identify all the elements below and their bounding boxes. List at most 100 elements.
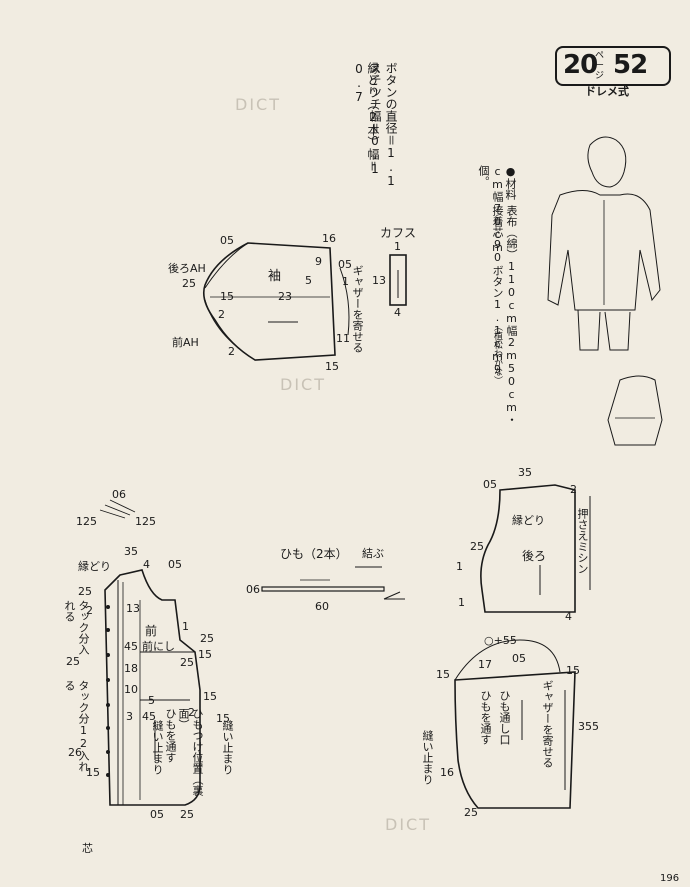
back-lower-measure-355: 355	[578, 720, 599, 733]
back-measure-4: 4	[565, 610, 572, 623]
front-measure-25b: 25	[200, 632, 214, 645]
cuff-measure-4: 4	[394, 306, 401, 319]
badge-unit: ページ	[595, 51, 605, 81]
tuck-detail-125b: 125	[135, 515, 156, 528]
front-bodice-tie-position: ひもつけ位置（裏面）	[177, 708, 204, 796]
back-lower-tie-opening: ひも通し口	[498, 690, 511, 745]
cuff-outline	[389, 254, 407, 306]
front-bodice-tie-through: ひもを通す	[164, 708, 177, 763]
front-bodice-interfacing: 芯	[82, 842, 93, 855]
front-measure-4: 4	[143, 558, 150, 571]
badge-subtitle: ドレメ式	[585, 85, 629, 98]
front-measure-45: 45	[124, 640, 138, 653]
front-measure-2: 2	[86, 604, 93, 617]
sleeve-measure-25: 25	[182, 277, 196, 290]
back-lower-tie-through: ひもを通す	[479, 690, 492, 745]
sleeve-measure-15: 15	[220, 290, 234, 303]
sleeve-measure-16: 16	[322, 232, 336, 245]
tuck-detail-125a: 125	[76, 515, 97, 528]
front-measure-15: 15	[198, 648, 212, 661]
front-measure-45b: 45	[142, 710, 156, 723]
cuff-measure-1: 1	[394, 240, 401, 253]
front-measure-25d: 25	[180, 656, 194, 669]
back-lower-measure-16: 16	[440, 766, 454, 779]
back-lower-measure-17: 17	[478, 658, 492, 671]
front-bodice-facing: 前にし	[142, 640, 175, 653]
front-measure-35: 35	[124, 545, 138, 558]
back-measure-2: 2	[570, 483, 577, 496]
back-view-figure	[607, 375, 663, 446]
front-measure-15c: 15	[86, 766, 100, 779]
sleeve-measure-1: 1	[342, 275, 349, 288]
back-lower-measure-15a: 15	[436, 668, 450, 681]
back-lower-sew-stop: 縫い止まり	[421, 730, 434, 785]
back-measure-35: 35	[518, 466, 532, 479]
page-number: 196	[660, 873, 680, 884]
back-measure-1b: 1	[458, 596, 465, 609]
materials-credit: （植松わかな）	[492, 322, 502, 385]
cuff-measure-13: 13	[372, 274, 386, 287]
front-measure-26: 26	[68, 746, 82, 759]
front-measure-5: 5	[148, 694, 155, 707]
back-bodice-press-stitch: 押さえミシン	[576, 508, 589, 574]
front-measure-10: 10	[124, 683, 138, 696]
sleeve-front-ah	[204, 299, 256, 361]
sleeve-measure-5: 5	[305, 274, 312, 287]
front-measure-1: 1	[182, 620, 189, 633]
sleeve-front-ah-label: 前AH	[172, 336, 199, 349]
back-measure-05: 05	[483, 478, 497, 491]
sleeve-measure-05: 05	[220, 234, 234, 247]
front-measure-15d: 15	[216, 712, 230, 725]
front-measure-13: 13	[126, 602, 140, 615]
back-lower-measure-25: 25	[464, 806, 478, 819]
sleeve-gather-label: ギャザーを寄せる	[351, 265, 364, 353]
tie-measure-06: 06	[246, 583, 260, 596]
front-bodice-sew-stop: 縫い止まり	[151, 720, 164, 775]
front-measure-25e: 25	[180, 808, 194, 821]
back-lower-gather: ギャザーを寄せる	[541, 680, 554, 768]
materials-line1: 表布（綿）110cm幅2m50cm・接着芯90	[491, 205, 518, 425]
front-bodice-title: 前	[145, 624, 158, 638]
front-measure-3: 3	[126, 710, 133, 723]
sleeve-back-ah	[204, 242, 249, 289]
back-lower-outline	[454, 671, 576, 809]
page-ref-badge: 20 ページ 52	[555, 46, 671, 86]
sleeve-measure-2b: 2	[228, 345, 235, 358]
sleeve-measure-9: 9	[315, 255, 322, 268]
front-measure-05: 05	[168, 558, 182, 571]
tie-measure-60: 60	[315, 600, 329, 613]
back-bodice-title: 後ろ	[522, 549, 547, 563]
watermark-top: DICT	[235, 95, 281, 114]
front-measure-25c: 25	[66, 655, 80, 668]
tie-title: ひも（2本）	[280, 547, 348, 561]
back-measure-1a: 1	[456, 560, 463, 573]
model-figure	[587, 136, 627, 188]
sleeve-measure-11: 11	[336, 332, 350, 345]
badge-number: 20	[563, 50, 598, 80]
sleeve-gather-mark	[339, 267, 350, 336]
note-button-diameter: ボタンの直径＝1.1	[384, 62, 398, 188]
back-bodice-outline	[480, 484, 576, 613]
tie-knot-label: 結ぶ	[362, 547, 384, 560]
back-measure-25: 25	[470, 540, 484, 553]
front-bodice-sew-stop-2: 縫い止まり	[221, 720, 234, 775]
back-lower-measure-05: 05	[512, 652, 526, 665]
front-bodice-outline	[104, 569, 201, 806]
back-lower-measure-top: ○+55	[484, 634, 517, 647]
sleeve-measure-15b: 15	[325, 360, 339, 373]
sleeve-title: 袖	[268, 269, 282, 284]
front-measure-18: 18	[124, 662, 138, 675]
badge-page-ref: 52	[613, 50, 648, 80]
watermark-bottom: DICT	[385, 815, 431, 834]
front-measure-15b: 15	[203, 690, 217, 703]
back-lower-measure-15b: 15	[566, 664, 580, 677]
sleeve-measure-05b: 05	[338, 258, 352, 271]
watermark-middle: DICT	[280, 375, 326, 394]
front-measure-05b: 05	[150, 808, 164, 821]
front-bodice-binding: 縁どり	[78, 560, 111, 573]
sleeve-measure-2a: 2	[218, 308, 225, 321]
back-bodice-binding: 縁どり	[512, 514, 545, 527]
note-binding-width: 縁どり（2本）幅＝0.7	[352, 62, 380, 172]
